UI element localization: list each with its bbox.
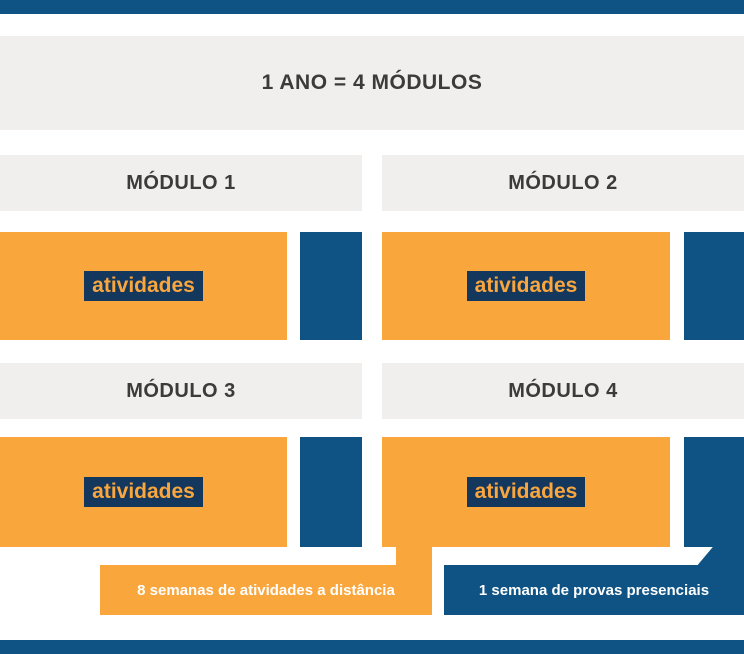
module-2-activity-text: atividades — [466, 271, 586, 301]
module-1-exam-block — [300, 232, 362, 340]
legend-distance-activities: 8 semanas de atividades a distância — [100, 565, 432, 615]
top-border-bar — [0, 0, 744, 14]
module-1-activities-block: atividades — [0, 232, 287, 340]
module-4-activity-text: atividades — [466, 477, 586, 507]
bottom-border-bar — [0, 640, 744, 654]
module-1-header: MÓDULO 1 — [0, 155, 362, 211]
module-3-exam-block — [300, 437, 362, 547]
module-3-activity-text: atividades — [84, 477, 203, 507]
legend-distance-text: 8 semanas de atividades a distância — [137, 581, 395, 599]
module-2-label: MÓDULO 2 — [508, 171, 618, 194]
module-3-activities-block: atividades — [0, 437, 287, 547]
legend-inperson-exams: 1 semana de provas presenciais — [444, 565, 744, 615]
module-2-exam-block — [684, 232, 744, 340]
module-2-activities-block: atividades — [382, 232, 670, 340]
module-3-label: MÓDULO 3 — [126, 379, 236, 402]
module-3-header: MÓDULO 3 — [0, 363, 362, 419]
legend-inperson-text: 1 semana de provas presenciais — [478, 581, 710, 599]
orange-legend-connector — [396, 547, 432, 567]
module-4-activities-block: atividades — [382, 437, 670, 547]
module-4-header: MÓDULO 4 — [382, 363, 744, 419]
module-1-label: MÓDULO 1 — [126, 171, 236, 194]
page-title: 1 ANO = 4 MÓDULOS — [261, 71, 483, 94]
module-4-label: MÓDULO 4 — [508, 379, 618, 402]
module-1-activity-text: atividades — [84, 271, 203, 301]
module-4-exam-block — [684, 437, 744, 547]
module-2-header: MÓDULO 2 — [382, 155, 744, 211]
title-band: 1 ANO = 4 MÓDULOS — [0, 36, 744, 130]
blue-legend-connector — [696, 547, 744, 567]
